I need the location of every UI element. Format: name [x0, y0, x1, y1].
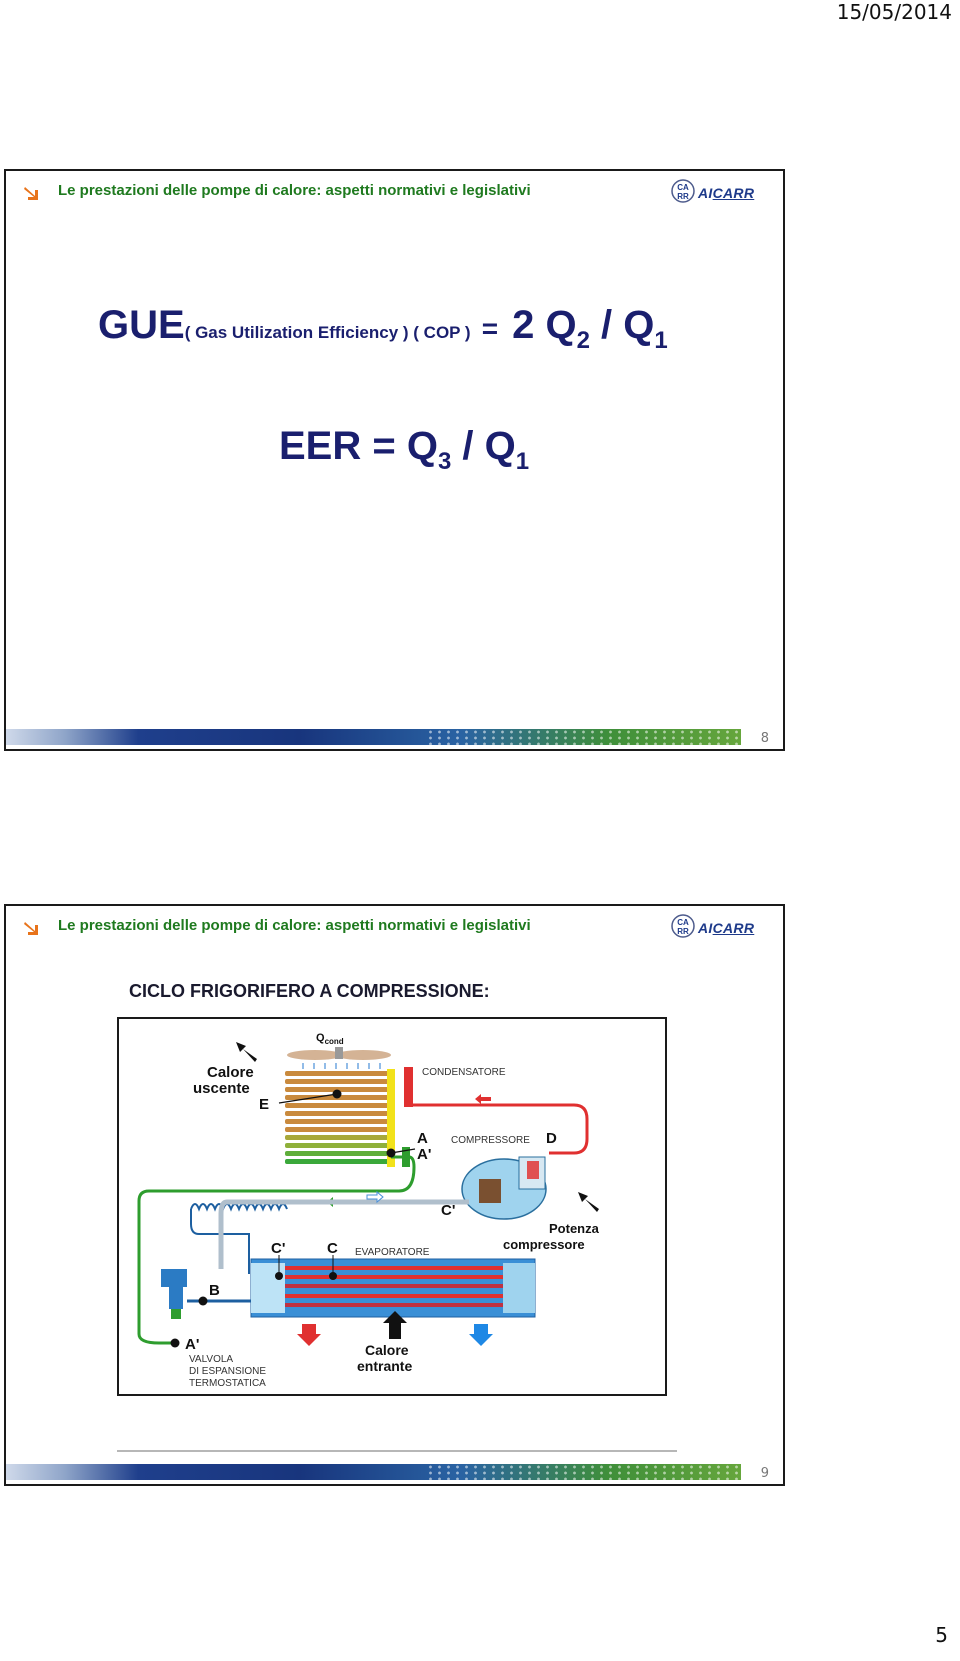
diagram-title: CICLO FRIGORIFERO A COMPRESSIONE: [129, 981, 490, 1001]
slide-number: 9 [760, 1466, 769, 1481]
print-date: 15/05/2014 [836, 0, 952, 24]
svg-text:RR: RR [677, 192, 689, 201]
svg-text:CA: CA [677, 183, 689, 192]
svg-text:CA: CA [677, 918, 689, 927]
compressore-label: COMPRESSORE [451, 1135, 530, 1146]
footer-pattern [426, 729, 741, 745]
aicarr-badge-icon: CA RR [671, 914, 695, 938]
potenza-label-1: Potenza [549, 1221, 600, 1236]
aicarr-logo: CA RR AICARR [670, 912, 774, 940]
fan-icon [287, 1047, 391, 1060]
point-e-label: E [259, 1096, 269, 1113]
point-d-label: D [546, 1130, 557, 1147]
gue-formula: GUE( Gas Utilization Efficiency ) ( COP … [98, 303, 668, 354]
slide-header: Le prestazioni delle pompe di calore: as… [6, 171, 783, 211]
point-c-prime-compressor-label: C' [441, 1202, 455, 1219]
valvola-label-3: TERMOSTATICA [189, 1378, 266, 1389]
logo-text: AICARR [698, 185, 755, 201]
down-right-arrow-icon [24, 187, 38, 200]
slide-8: Le prestazioni delle pompe di calore: as… [4, 169, 785, 751]
valvola-label-1: VALVOLA [189, 1354, 233, 1365]
evaporatore-label: EVAPORATORE [355, 1247, 430, 1258]
potenza-label-2: compressore [503, 1237, 585, 1252]
page-number: 5 [935, 1623, 948, 1647]
condensatore-label: CONDENSATORE [422, 1067, 506, 1078]
svg-text:RR: RR [677, 927, 689, 936]
point-c-prime-label: C' [271, 1240, 285, 1257]
eer-formula: EER = Q3 / Q1 [279, 424, 530, 475]
calore-entrante-label-2: entrante [357, 1358, 412, 1374]
q-cond-label: Qcond [316, 1032, 344, 1046]
aicarr-badge-icon: CA RR [671, 179, 695, 203]
slide-9: Le prestazioni delle pompe di calore: as… [4, 904, 785, 1486]
calore-entrante-arrow-icon [383, 1311, 407, 1339]
calore-uscente-arrow-icon [236, 1042, 257, 1062]
evaporator-icon [250, 1258, 536, 1318]
valvola-label-2: DI ESPANSIONE [189, 1366, 266, 1377]
slide-number: 8 [760, 731, 769, 746]
header-title: Le prestazioni delle pompe di calore: as… [58, 182, 531, 199]
flow-arrow-left-icon [475, 1094, 491, 1104]
calore-uscente-label-2: uscente [193, 1080, 250, 1097]
expansion-valve-icon [161, 1269, 187, 1319]
condenser-header-yellow [387, 1069, 395, 1167]
slide-header: Le prestazioni delle pompe di calore: as… [6, 906, 783, 946]
condenser-coil [285, 1071, 391, 1164]
header-title: Le prestazioni delle pompe di calore: as… [58, 917, 531, 934]
point-a-prime-valve-label: A' [185, 1336, 199, 1353]
airflow-arrows [302, 1063, 381, 1069]
slide-footer: 8 [6, 727, 783, 749]
separator-line [117, 1450, 677, 1452]
capillary-coil [190, 1203, 288, 1274]
point-b-label: B [209, 1282, 220, 1299]
calore-uscente-label-1: Calore [207, 1064, 254, 1081]
warm-water-inlet-icon [297, 1324, 321, 1346]
condenser-header-red [404, 1067, 413, 1107]
flow-arrow-right-icon [366, 1190, 384, 1204]
slide-footer: 9 [6, 1462, 783, 1484]
point-c-label: C [327, 1240, 338, 1257]
down-right-arrow-icon [24, 922, 38, 935]
logo-text: AICARR [698, 920, 755, 936]
compressor-icon [461, 1156, 547, 1220]
calore-entrante-label-1: Calore [365, 1342, 409, 1358]
footer-pattern [426, 1464, 741, 1480]
refrigeration-cycle-diagram: Qcond CONDENSATORE [117, 1017, 667, 1396]
aicarr-logo: CA RR AICARR [670, 177, 774, 205]
cold-water-outlet-icon [469, 1324, 493, 1346]
point-a-prime-label: A' [417, 1146, 431, 1163]
point-a-label: A [417, 1130, 428, 1147]
potenza-arrow-icon [578, 1192, 599, 1212]
